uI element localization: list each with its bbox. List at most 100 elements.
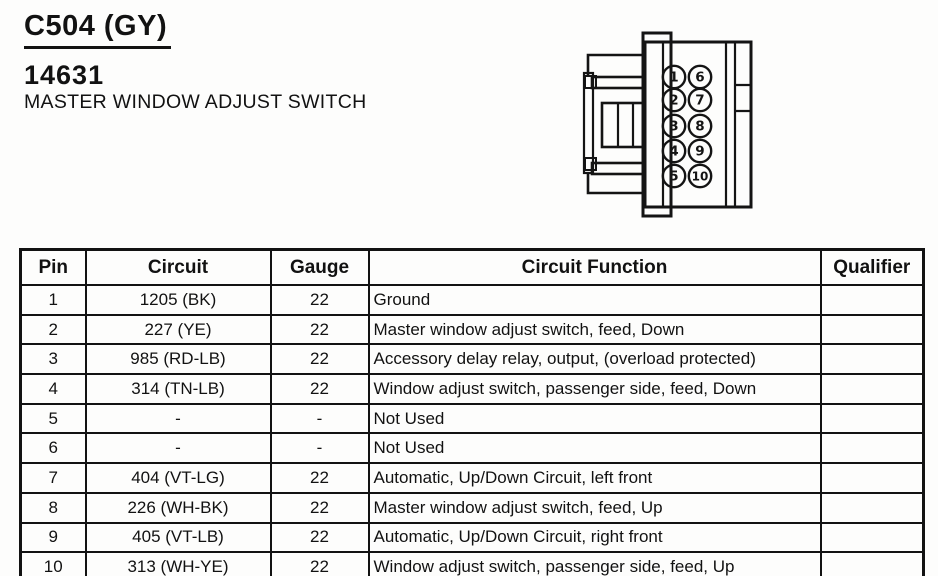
pin-cell: 6	[19, 432, 87, 465]
qualifier-cell	[819, 313, 925, 346]
table-header-row: Pin Circuit Gauge Circuit Function Quali…	[19, 248, 925, 286]
pin-cell: 9	[19, 521, 87, 554]
pin-circle-3: 3	[661, 113, 687, 139]
pinout-table-body: 1 1205 (BK) 22 Ground 2 227 (YE) 22 Mast…	[19, 284, 925, 576]
connector-id-title: C504 (GY)	[24, 10, 172, 49]
connector-diagram: 1 2 3 4 5 6 7 8 9 10	[582, 31, 753, 218]
table-row: 1 1205 (BK) 22 Ground	[19, 284, 925, 316]
header-cell-pin: Pin	[19, 248, 87, 286]
connector-left-cap	[641, 31, 673, 218]
header-cell-gauge: Gauge	[269, 248, 370, 286]
gauge-cell: 22	[269, 491, 370, 524]
svg-text:2: 2	[669, 93, 678, 109]
circuit-cell: 227 (YE)	[84, 313, 272, 346]
pinout-table: Pin Circuit Gauge Circuit Function Quali…	[19, 248, 925, 576]
connector-bottom-latch-bar	[590, 161, 647, 176]
pin-circle-4: 4	[661, 138, 687, 164]
circuit-cell: 405 (VT-LB)	[84, 521, 272, 554]
qualifier-cell	[819, 373, 925, 405]
circuit-function-cell: Not Used	[367, 402, 822, 435]
circuit-cell: 313 (WH-YE)	[84, 551, 272, 576]
qualifier-cell	[819, 432, 925, 465]
gauge-cell: 22	[269, 521, 370, 554]
circuit-function-cell: Accessory delay relay, output, (overload…	[367, 343, 822, 376]
pin-circle-10: 10	[687, 163, 713, 189]
table-row: 5 - - Not Used	[19, 402, 925, 435]
table-row: 8 226 (WH-BK) 22 Master window adjust sw…	[19, 491, 925, 524]
gauge-cell: -	[269, 432, 370, 465]
circuit-function-cell: Not Used	[367, 432, 822, 465]
header-cell-function: Circuit Function	[367, 248, 822, 286]
circuit-function-cell: Automatic, Up/Down Circuit, left front	[367, 462, 822, 494]
pin-circle-6: 6	[687, 64, 713, 90]
table-row: 6 - - Not Used	[19, 432, 925, 465]
connector-right-ledges	[735, 83, 751, 113]
table-row: 7 404 (VT-LG) 22 Automatic, Up/Down Circ…	[19, 462, 925, 494]
circuit-cell: -	[84, 402, 272, 435]
qualifier-cell	[819, 491, 925, 524]
qualifier-cell	[819, 343, 925, 376]
svg-text:3: 3	[669, 119, 678, 135]
gauge-cell: -	[269, 402, 370, 435]
gauge-cell: 22	[269, 462, 370, 494]
connector-upper-bracket	[586, 53, 645, 77]
connector-key-box	[600, 101, 647, 149]
circuit-function-cell: Automatic, Up/Down Circuit, right front	[367, 521, 822, 554]
pin-circle-8: 8	[687, 113, 713, 139]
pin-cell: 2	[19, 313, 87, 346]
connector-left-strip	[582, 71, 595, 175]
table-row: 4 314 (TN-LB) 22 Window adjust switch, p…	[19, 373, 925, 405]
table-row: 3 985 (RD-LB) 22 Accessory delay relay, …	[19, 343, 925, 376]
svg-text:9: 9	[695, 144, 704, 160]
part-number: 14631	[24, 60, 105, 90]
circuit-function-cell: Master window adjust switch, feed, Down	[367, 313, 822, 346]
svg-text:6: 6	[695, 70, 704, 86]
pin-cell: 5	[19, 402, 87, 435]
circuit-cell: -	[84, 432, 272, 465]
header-cell-circuit: Circuit	[84, 248, 272, 286]
circuit-cell: 985 (RD-LB)	[84, 343, 272, 376]
pin-cell: 8	[19, 491, 87, 524]
circuit-cell: 314 (TN-LB)	[84, 373, 272, 405]
table-row: 2 227 (YE) 22 Master window adjust switc…	[19, 313, 925, 346]
svg-text:10: 10	[692, 170, 709, 184]
gauge-cell: 22	[269, 313, 370, 346]
connector-lower-bracket	[586, 173, 645, 195]
connector-description: MASTER WINDOW ADJUST SWITCH	[24, 91, 367, 113]
gauge-cell: 22	[269, 551, 370, 576]
circuit-cell: 226 (WH-BK)	[84, 491, 272, 524]
svg-text:1: 1	[669, 70, 678, 86]
svg-text:5: 5	[669, 169, 678, 185]
pin-circle-2: 2	[661, 87, 687, 113]
pin-cell: 3	[19, 343, 87, 376]
gauge-cell: 22	[269, 373, 370, 405]
qualifier-cell	[819, 551, 925, 576]
pin-cell: 4	[19, 373, 87, 405]
pin-circle-7: 7	[687, 87, 713, 113]
qualifier-cell	[819, 521, 925, 554]
circuit-function-cell: Window adjust switch, passenger side, fe…	[367, 551, 822, 576]
circuit-function-cell: Ground	[367, 284, 822, 316]
pin-cell: 10	[19, 551, 87, 576]
connector-top-notch	[584, 75, 597, 89]
qualifier-cell	[819, 284, 925, 316]
pin-circle-5: 5	[661, 163, 687, 189]
gauge-cell: 22	[269, 284, 370, 316]
connector-key-box-dividers	[616, 103, 635, 147]
pin-circle-1: 1	[661, 64, 687, 90]
pin-cell: 1	[19, 284, 87, 316]
header-cell-qualifier: Qualifier	[819, 248, 925, 286]
gauge-cell: 22	[269, 343, 370, 376]
svg-text:8: 8	[695, 119, 704, 135]
qualifier-cell	[819, 462, 925, 494]
svg-text:7: 7	[695, 93, 704, 109]
circuit-cell: 404 (VT-LG)	[84, 462, 272, 494]
circuit-function-cell: Master window adjust switch, feed, Up	[367, 491, 822, 524]
circuit-function-cell: Window adjust switch, passenger side, fe…	[367, 373, 822, 405]
connector-top-latch-bar	[590, 75, 647, 90]
pin-cell: 7	[19, 462, 87, 494]
table-row: 10 313 (WH-YE) 22 Window adjust switch, …	[19, 551, 925, 576]
svg-text:4: 4	[669, 144, 678, 160]
circuit-cell: 1205 (BK)	[84, 284, 272, 316]
